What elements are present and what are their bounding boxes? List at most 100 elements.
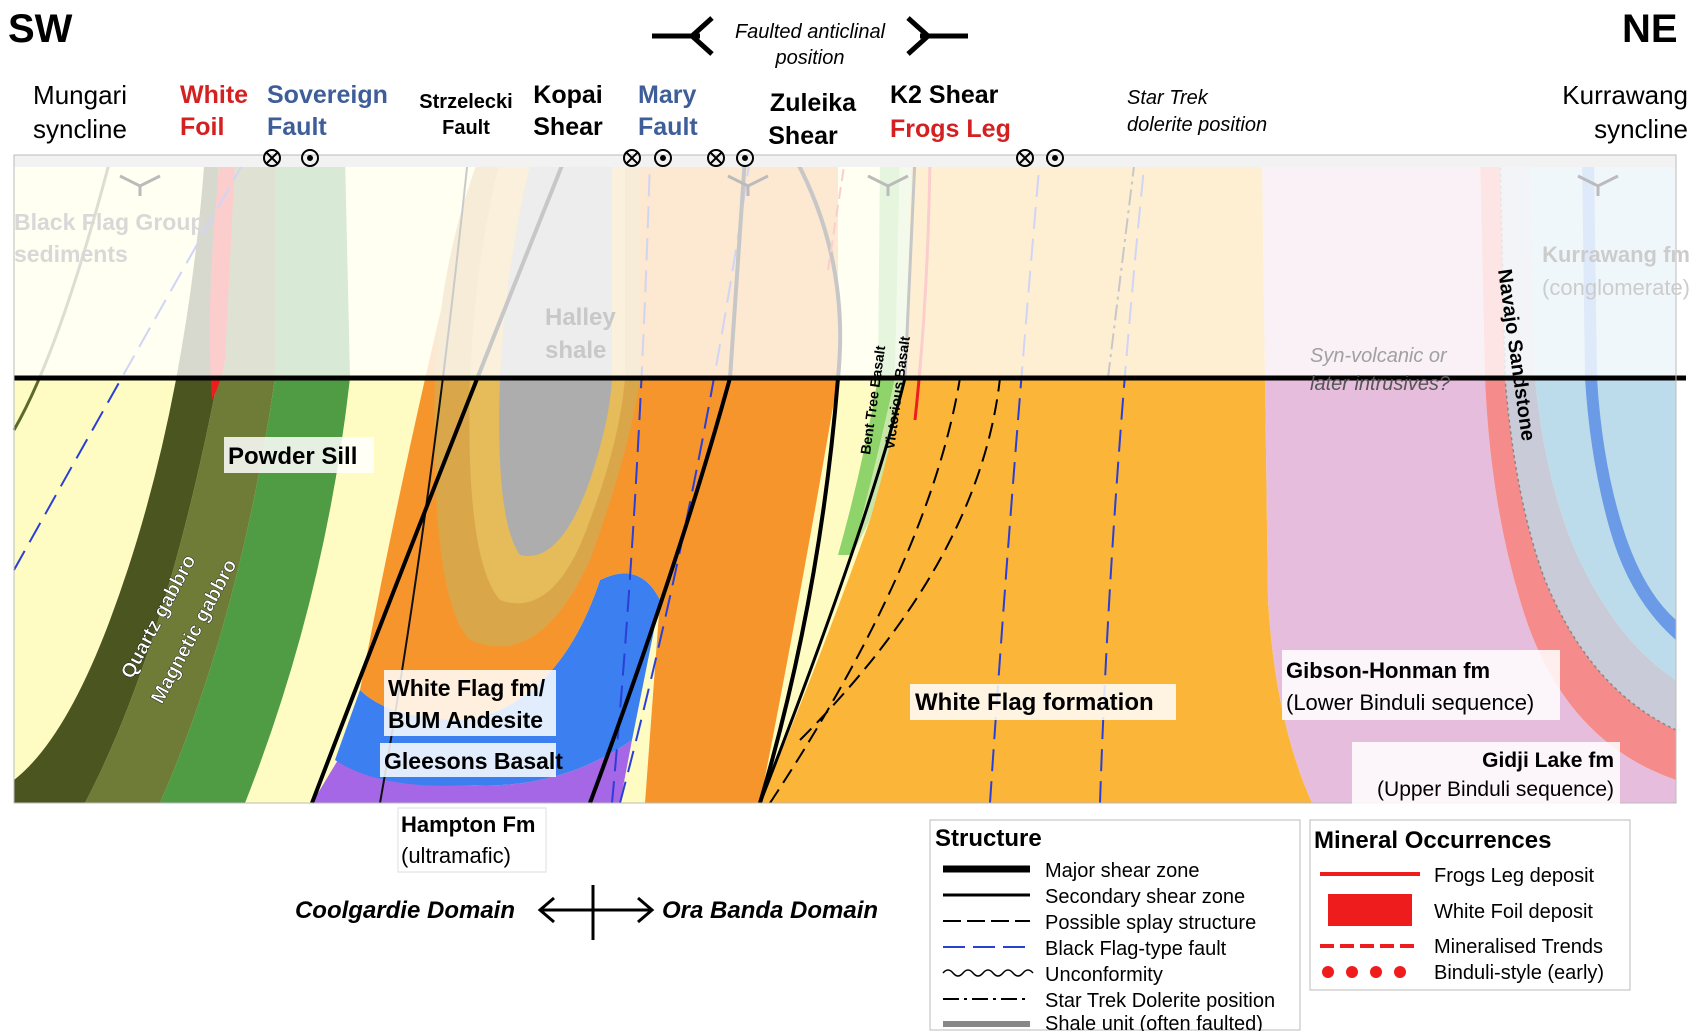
powder-sill-label: Powder Sill bbox=[228, 443, 357, 470]
frogs-leg-label: Frogs Leg bbox=[890, 115, 1011, 143]
syn-volcanic-label-2: later intrusives? bbox=[1310, 373, 1451, 395]
header-labels: SW NE Faulted anticlinal position Mungar… bbox=[8, 7, 1688, 150]
out-of-page-icon bbox=[301, 149, 319, 167]
binduli-swatch bbox=[1322, 966, 1406, 978]
powder-sill-box bbox=[224, 437, 374, 473]
anticline-label-2: position bbox=[775, 47, 845, 69]
out-of-page-icon bbox=[654, 149, 672, 167]
white-flag-bum-label-2: BUM Andesite bbox=[388, 707, 543, 733]
legend-star-trek: Star Trek Dolerite position bbox=[1045, 990, 1275, 1012]
hampton-unit bbox=[312, 740, 632, 803]
top-strip bbox=[14, 155, 1676, 167]
black-flag-label-2: sediments bbox=[14, 241, 128, 267]
major-shear-a bbox=[588, 157, 747, 804]
syncline-marker-mid2 bbox=[867, 174, 909, 196]
legend-mineralised-trends: Mineralised Trends bbox=[1434, 936, 1603, 958]
eroded-upper-overlay bbox=[14, 158, 1676, 378]
legend-secondary-shear: Secondary shear zone bbox=[1045, 886, 1245, 908]
syncline-marker-left bbox=[119, 174, 161, 196]
syn-volcanic-label-1: Syn-volcanic or bbox=[1310, 345, 1448, 367]
legend-shale: Shale unit (often faulted) bbox=[1045, 1013, 1263, 1031]
mary-label-2: Fault bbox=[638, 113, 698, 141]
zuleika-label-2: Shear bbox=[768, 122, 838, 150]
syncline-marker-mid bbox=[727, 174, 769, 196]
gidji-salmon-band bbox=[1480, 155, 1676, 780]
anticline-arrow-left-icon bbox=[652, 16, 714, 56]
movement-symbols bbox=[263, 149, 1064, 167]
ora-banda-domain-label: Ora Banda Domain bbox=[662, 897, 878, 924]
gleesons-label: Gleesons Basalt bbox=[384, 748, 563, 774]
strzelecki-label-2: Fault bbox=[442, 117, 490, 139]
white-flag-formation-box bbox=[910, 684, 1176, 720]
mungari-label-2: syncline bbox=[33, 114, 127, 144]
sovereign-label-1: Sovereign bbox=[267, 81, 388, 109]
white-flag-bum-box bbox=[384, 670, 556, 736]
into-page-icon bbox=[1016, 149, 1034, 167]
kopai-label-2: Shear bbox=[533, 113, 603, 141]
legend-frogs-leg: Frogs Leg deposit bbox=[1434, 865, 1595, 887]
domain-labels: Coolgardie Domain Ora Banda Domain bbox=[295, 885, 878, 940]
halley-label-1: Halley bbox=[545, 304, 616, 331]
star-trek-label-1: Star Trek bbox=[1127, 87, 1209, 109]
legend-splay: Possible splay structure bbox=[1045, 912, 1256, 934]
into-page-icon bbox=[707, 149, 725, 167]
mungari-label-1: Mungari bbox=[33, 80, 127, 110]
hampton-box bbox=[397, 807, 547, 873]
out-of-page-icon bbox=[1046, 149, 1064, 167]
anticline-arrow-right-icon bbox=[906, 16, 968, 56]
strzelecki-label-1: Strzelecki bbox=[419, 91, 512, 113]
structure-legend-title: Structure bbox=[935, 825, 1042, 852]
k2-label: K2 Shear bbox=[890, 81, 999, 109]
kurrawang-fm-label-1: Kurrawang fm bbox=[1542, 242, 1690, 267]
mineral-legend-title: Mineral Occurrences bbox=[1314, 827, 1551, 854]
structure-legend: Structure Major shear zone Secondary she… bbox=[929, 819, 1301, 1031]
gidji-lake-label-2: (Upper Binduli sequence) bbox=[1377, 778, 1614, 801]
kurrawang-fm-label-2: (conglomerate) bbox=[1542, 275, 1690, 300]
star-trek-label-2: dolerite position bbox=[1127, 114, 1267, 136]
structure-legend-box bbox=[929, 819, 1301, 1031]
coolgardie-domain-label: Coolgardie Domain bbox=[295, 897, 515, 924]
splay-b bbox=[799, 377, 1001, 741]
halley-label-2: shale bbox=[545, 337, 606, 364]
k2-shear bbox=[758, 157, 917, 804]
kopai-label-1: Kopai bbox=[533, 81, 602, 109]
domain-boundary-arrow-icon bbox=[537, 885, 655, 940]
sovereign-label-2: Fault bbox=[267, 113, 327, 141]
kurrawang-label-1: Kurrawang bbox=[1562, 80, 1688, 110]
legend-unconformity: Unconformity bbox=[1045, 964, 1163, 986]
mineral-legend: Mineral Occurrences Frogs Leg deposit Wh… bbox=[1309, 819, 1631, 991]
mary-label-1: Mary bbox=[638, 81, 696, 109]
gidji-lake-box bbox=[1352, 742, 1620, 804]
legend-major-shear: Major shear zone bbox=[1045, 860, 1200, 882]
into-page-icon bbox=[263, 149, 281, 167]
gleesons-box bbox=[380, 743, 556, 777]
white-flag-formation-label: White Flag formation bbox=[915, 689, 1154, 716]
legend-white-foil: White Foil deposit bbox=[1434, 901, 1593, 923]
unconformity-line bbox=[1499, 154, 1677, 731]
white-foil-label-1: White bbox=[180, 81, 248, 109]
into-page-icon bbox=[623, 149, 641, 167]
white-foil-label-2: Foil bbox=[180, 113, 224, 141]
unconformity-swatch bbox=[942, 969, 1034, 977]
syncline-marker-right bbox=[1577, 174, 1619, 196]
white-foil-swatch bbox=[1328, 894, 1412, 926]
out-of-page-icon bbox=[736, 149, 754, 167]
hampton-label-2: (ultramafic) bbox=[401, 843, 511, 868]
gibson-honman-label-2: (Lower Binduli sequence) bbox=[1286, 690, 1534, 715]
gibson-honman-label-1: Gibson-Honman fm bbox=[1286, 658, 1490, 683]
kurrawang-label-2: syncline bbox=[1594, 114, 1688, 144]
sw-label: SW bbox=[8, 7, 73, 51]
anticline-label-1: Faulted anticlinal bbox=[735, 21, 886, 43]
hampton-label-1: Hampton Fm bbox=[401, 812, 535, 837]
gidji-lake-label-1: Gidji Lake fm bbox=[1482, 749, 1614, 772]
splay-a bbox=[769, 377, 961, 804]
legend-binduli: Binduli-style (early) bbox=[1434, 962, 1604, 984]
zuleika-label-1: Zuleika bbox=[770, 89, 857, 117]
quartz-gabbro-unit bbox=[14, 155, 218, 803]
black-flag-label-1: Black Flag Group bbox=[14, 209, 204, 235]
section-frame bbox=[13, 154, 1677, 804]
white-flag-bum-label-1: White Flag fm/ bbox=[388, 675, 546, 701]
ne-label: NE bbox=[1622, 7, 1678, 51]
gibson-honman-box bbox=[1282, 650, 1560, 720]
